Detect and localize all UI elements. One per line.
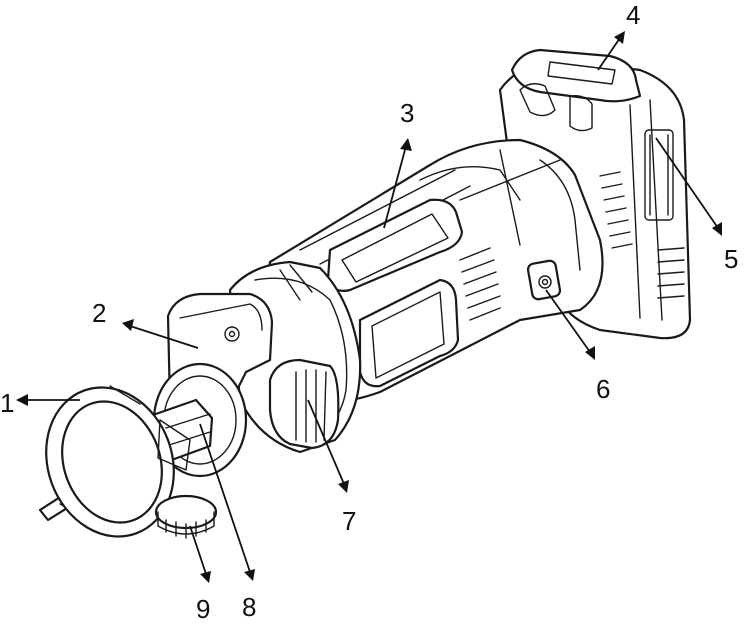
callout-label-1: 1 (0, 388, 14, 418)
arrow-6 (545, 289, 591, 353)
arrowhead-2 (122, 319, 134, 331)
thumb-screw (154, 494, 218, 539)
arrowhead-4 (614, 31, 625, 44)
arrowhead-9 (200, 571, 211, 583)
arrowhead-5 (712, 222, 722, 236)
battery-grip-ribs (657, 247, 685, 299)
depth-adjust-knob (268, 358, 340, 450)
arrow-7 (307, 399, 345, 485)
callout-label-9: 9 (196, 594, 210, 624)
power-switch (526, 259, 562, 301)
battery-latch (510, 48, 642, 132)
arrowhead-1 (16, 394, 28, 406)
callout-label-2: 2 (92, 298, 106, 328)
arrowhead-8 (244, 569, 255, 581)
arrow-5 (655, 137, 719, 229)
arrow-2 (129, 325, 199, 349)
circle-guide (45, 385, 191, 538)
arrowhead-7 (338, 480, 349, 493)
arrowhead-3 (400, 138, 412, 151)
side-grip-panel (358, 278, 460, 388)
callout-label-3: 3 (400, 98, 414, 128)
arrow-9 (189, 525, 207, 575)
arrow-8 (199, 423, 251, 573)
callout-label-7: 7 (342, 506, 356, 536)
arrow-4 (597, 37, 621, 71)
callout-label-4: 4 (626, 0, 640, 30)
callout-label-6: 6 (596, 374, 610, 404)
vent-ribs (459, 171, 633, 321)
arrow-3 (383, 145, 407, 229)
arrowhead-6 (585, 346, 595, 360)
callout-label-5: 5 (724, 244, 738, 274)
callout-label-8: 8 (242, 592, 256, 622)
callout-arrows (16, 31, 722, 583)
